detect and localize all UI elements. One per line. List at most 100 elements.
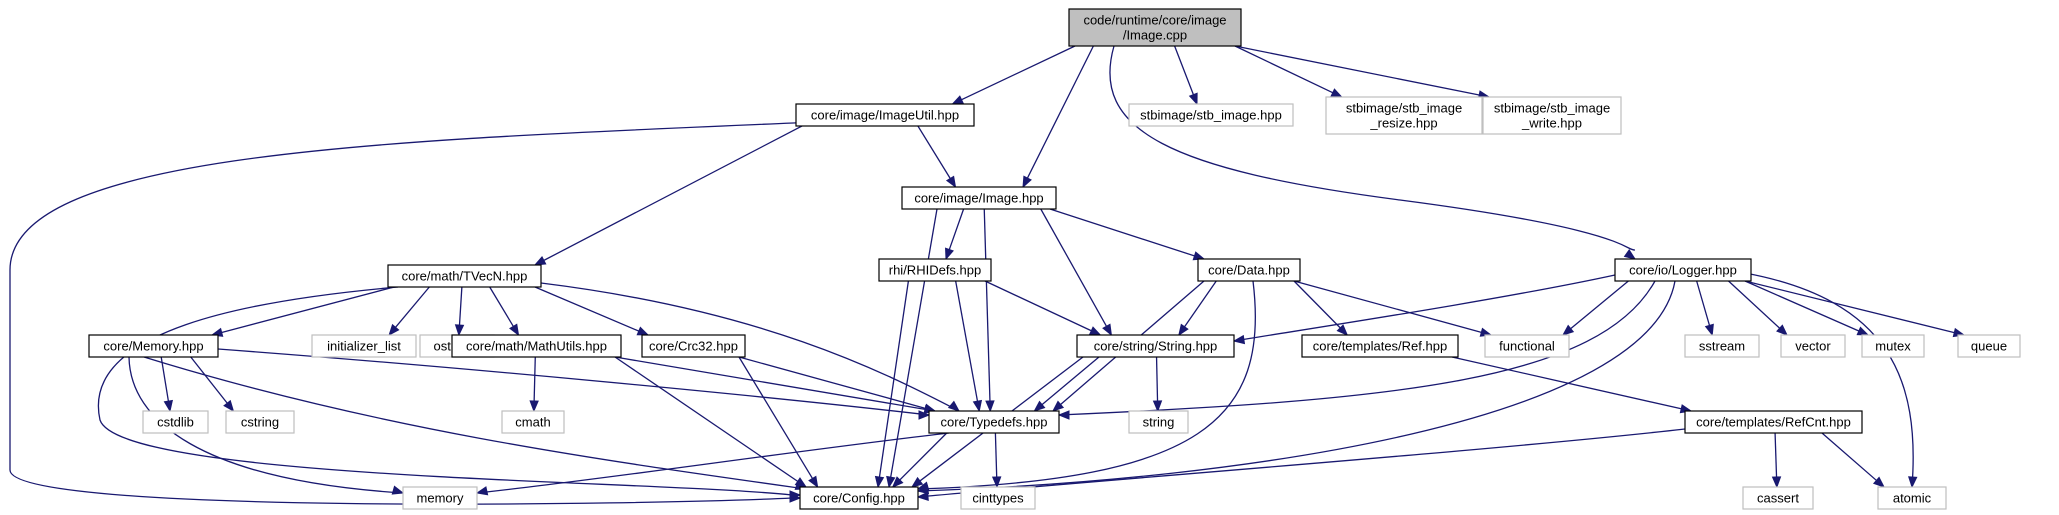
arrowhead-tvecn-to-initializer_list	[388, 323, 400, 337]
arrowhead-refcnt-to-config	[916, 491, 929, 501]
node-ref[interactable]: core/templates/Ref.hpp	[1301, 334, 1459, 358]
arrowhead-string_hpp-to-string_sys	[1152, 400, 1163, 413]
node-box-initializer_list	[311, 334, 417, 358]
arrowhead-logger-to-sstream	[1704, 323, 1714, 337]
edge-typedefs-to-config	[899, 432, 948, 481]
node-queue: queue	[1957, 334, 2021, 358]
arrowhead-refcnt-to-atomic	[1872, 476, 1886, 488]
arrowhead-logger-to-mutex	[1856, 326, 1870, 336]
arrowhead-memory_hpp-to-memory_sys	[391, 485, 405, 495]
node-memory_hpp[interactable]: core/Memory.hpp	[88, 334, 219, 358]
node-label-ref: core/templates/Ref.hpp	[1313, 339, 1447, 354]
node-image[interactable]: core/image/Image.hpp	[901, 186, 1057, 210]
node-box-cstdlib	[142, 410, 209, 434]
node-mathutils[interactable]: core/math/MathUtils.hpp	[451, 334, 622, 358]
edge-rhidefs-to-string_hpp	[984, 280, 1092, 332]
edge-image-to-config	[890, 208, 938, 478]
arrowhead-image-to-typedefs	[985, 400, 995, 413]
node-typedefs[interactable]: core/Typedefs.hpp	[928, 410, 1060, 434]
edge-string_hpp-to-typedefs	[1041, 356, 1100, 406]
edge-logger-to-typedefs	[1058, 280, 1656, 416]
arrowhead-tvecn-to-config	[789, 490, 802, 500]
node-box-memory_hpp	[88, 334, 219, 358]
arrowhead-root-to-image	[1022, 175, 1032, 189]
node-label-crc32: core/Crc32.hpp	[649, 339, 738, 354]
arrowhead-data-to-typedefs	[1051, 400, 1065, 412]
node-box-memory_sys	[402, 486, 478, 510]
node-tvecn[interactable]: core/math/TVecN.hpp	[387, 264, 542, 288]
node-label-stb_write-line2: _write.hpp	[1521, 116, 1582, 131]
node-label-logger: core/io/Logger.hpp	[1629, 263, 1737, 278]
node-box-stb_resize	[1325, 96, 1483, 135]
edge-tvecn-to-initializer_list	[395, 286, 430, 328]
node-box-mathutils	[451, 334, 622, 358]
arrowhead-imageutil-to-image	[945, 175, 957, 189]
node-label-string_sys: string	[1143, 415, 1175, 430]
arrowhead-logger-to-typedefs	[1057, 410, 1070, 420]
node-label-config: core/Config.hpp	[813, 491, 905, 506]
node-stb_image: stbimage/stb_image.hpp	[1128, 103, 1294, 127]
arrowhead-rhidefs-to-string_hpp	[1088, 326, 1102, 336]
edge-tvecn-to-crc32	[534, 286, 640, 332]
edge-mathutils-to-config	[614, 356, 799, 482]
edge-logger-to-atomic	[1744, 272, 1914, 488]
node-string_hpp[interactable]: core/string/String.hpp	[1076, 334, 1235, 358]
edge-rhidefs-to-typedefs	[955, 280, 979, 402]
node-label-imageutil: core/image/ImageUtil.hpp	[811, 108, 959, 123]
node-config[interactable]: core/Config.hpp	[799, 486, 919, 510]
node-box-rhidefs	[878, 258, 992, 282]
node-box-tvecn	[387, 264, 542, 288]
node-root[interactable]: code/runtime/core/image/Image.cpp	[1068, 8, 1242, 47]
arrowhead-root-to-logger	[1623, 249, 1637, 260]
node-label-stb_image: stbimage/stb_image.hpp	[1140, 108, 1282, 123]
node-box-functional	[1484, 334, 1570, 358]
arrowhead-data-to-string_hpp	[1178, 323, 1189, 337]
node-label-initializer_list: initializer_list	[327, 339, 401, 354]
node-rhidefs[interactable]: rhi/RHIDefs.hpp	[878, 258, 992, 282]
node-label-vector: vector	[1795, 339, 1831, 354]
node-label-memory_hpp: core/Memory.hpp	[103, 339, 203, 354]
node-label-cassert: cassert	[1757, 491, 1799, 506]
node-label-refcnt: core/templates/RefCnt.hpp	[1696, 415, 1851, 430]
arrowhead-data-to-ref	[1336, 324, 1349, 336]
arrowhead-tvecn-to-crc32	[636, 326, 650, 336]
node-imageutil[interactable]: core/image/ImageUtil.hpp	[795, 103, 975, 127]
edge-tvecn-to-mathutils	[489, 286, 514, 327]
node-label-root-line2: /Image.cpp	[1123, 28, 1187, 43]
node-data[interactable]: core/Data.hpp	[1197, 258, 1301, 282]
node-label-stb_resize-line2: _resize.hpp	[1369, 116, 1437, 131]
edge-root-to-logger	[1109, 45, 1636, 251]
node-box-atomic	[1877, 486, 1947, 510]
arrowhead-typedefs-to-memory_sys	[475, 486, 489, 496]
edge-memory_hpp-to-cstdlib	[160, 356, 170, 402]
node-box-vector	[1780, 334, 1846, 358]
arrowhead-refcnt-to-cassert	[1771, 476, 1782, 489]
arrowhead-string_hpp-to-config	[910, 476, 924, 488]
node-label-mutex: mutex	[1875, 339, 1911, 354]
edge-tvecn-to-config	[97, 286, 793, 496]
arrowhead-root-to-stb_resize	[1330, 88, 1343, 98]
edges-layer	[9, 45, 1966, 505]
node-box-cinttypes	[960, 486, 1036, 510]
node-mutex: mutex	[1861, 334, 1925, 358]
edge-root-to-imageutil	[961, 45, 1076, 101]
node-box-sstream	[1684, 334, 1760, 358]
edge-memory_hpp-to-config	[143, 356, 807, 490]
node-box-cassert	[1742, 486, 1814, 510]
node-refcnt[interactable]: core/templates/RefCnt.hpp	[1684, 410, 1863, 434]
node-vector: vector	[1780, 334, 1846, 358]
node-logger[interactable]: core/io/Logger.hpp	[1614, 258, 1752, 282]
node-box-queue	[1957, 334, 2021, 358]
node-box-string_sys	[1128, 410, 1189, 434]
node-sstream: sstream	[1684, 334, 1760, 358]
arrowhead-root-to-imageutil	[951, 95, 965, 105]
node-cassert: cassert	[1742, 486, 1814, 510]
edge-imageutil-to-config	[9, 121, 817, 505]
node-crc32[interactable]: core/Crc32.hpp	[641, 334, 746, 358]
edge-rhidefs-to-config	[878, 280, 910, 478]
edge-root-to-image	[1026, 45, 1094, 179]
node-memory_sys: memory	[402, 486, 478, 510]
arrowhead-image-to-config	[886, 475, 896, 489]
edge-image-to-typedefs	[983, 208, 991, 402]
